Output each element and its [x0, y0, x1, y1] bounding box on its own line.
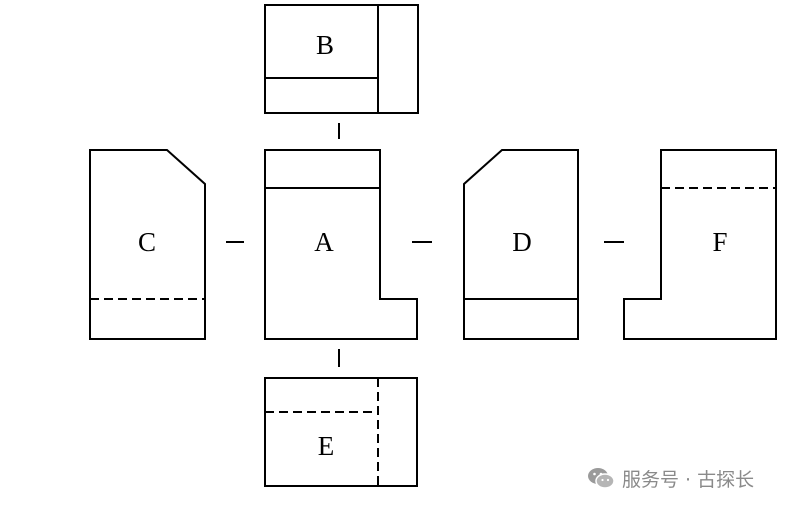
view-b-label: B	[316, 30, 334, 60]
view-e: E	[264, 377, 418, 487]
view-e-label: E	[318, 431, 335, 461]
view-a-outline	[264, 149, 418, 340]
view-a: A	[264, 149, 418, 340]
view-f-outline	[623, 149, 777, 340]
view-d-label: D	[512, 227, 532, 257]
view-f: F	[623, 149, 777, 340]
view-a-label: A	[314, 227, 334, 257]
view-b: B	[264, 4, 419, 114]
watermark: 服务号 · 古探长	[586, 463, 754, 493]
view-c-outline	[89, 149, 206, 340]
view-f-label: F	[712, 227, 727, 257]
view-b-outline	[264, 4, 419, 114]
watermark-text: 服务号 · 古探长	[622, 468, 755, 491]
view-e-outline	[264, 377, 418, 487]
view-d-outline	[463, 149, 579, 340]
view-c: C	[89, 149, 206, 340]
wechat-icon	[588, 468, 615, 489]
view-d: D	[463, 149, 579, 340]
view-c-label: C	[138, 227, 156, 257]
